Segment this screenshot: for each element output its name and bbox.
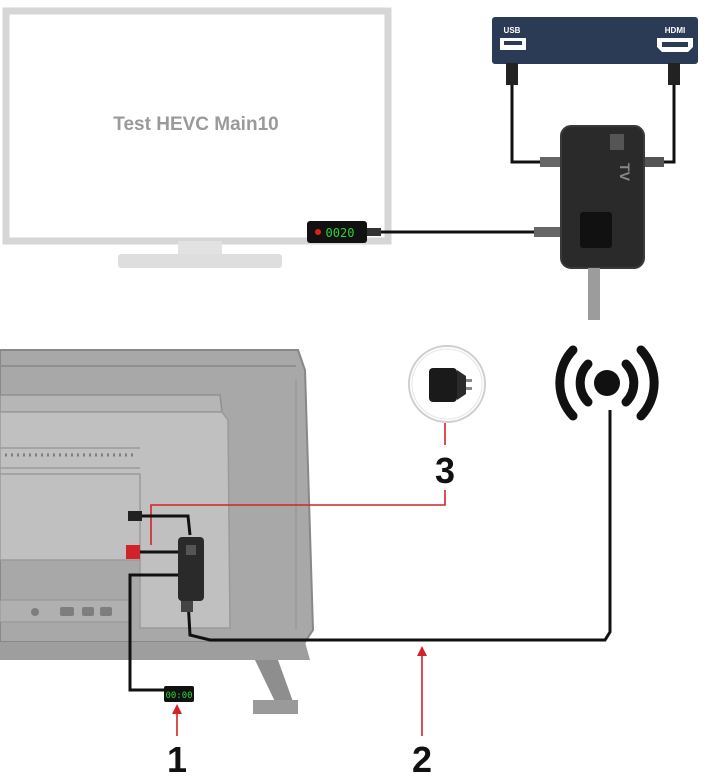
decoder-ir-window [580, 212, 612, 248]
red-hdmi-plug [126, 545, 140, 559]
decoder-box-bottom [178, 537, 204, 601]
callout-number-3: 3 [435, 450, 455, 491]
callout-number-2: 2 [412, 739, 432, 776]
power-charger-icon [408, 345, 486, 423]
wireless-antenna-icon [555, 345, 659, 421]
ir-display-top-text: 0020 [326, 226, 355, 240]
tv-screen-text: Test HEVC Main10 [113, 114, 278, 135]
tv-stand-leg [255, 660, 296, 712]
ir-display-bottom-text: 00:00 [165, 691, 192, 701]
tv-rear-buttons [31, 607, 112, 616]
antenna-cable-top [588, 268, 600, 320]
bottom-cables [128, 410, 612, 692]
red-led-icon [315, 229, 321, 235]
top-tv-neck [178, 241, 222, 255]
callout-arrow-1 [172, 704, 182, 736]
decoder-brand-text: TV [617, 163, 633, 182]
top-cable-plugs [534, 157, 664, 237]
bottom-tv-rear [0, 349, 315, 714]
top-tv-stand [118, 254, 282, 268]
bottom-cable-plugs [126, 511, 193, 612]
callout-arrow-2 [417, 646, 427, 736]
hdmi-port-label: HDMI [665, 26, 685, 35]
ir-receiver-top: 0020 [307, 221, 381, 243]
usb-port-label: USB [504, 26, 521, 35]
decoder-box-top: TV [560, 125, 645, 269]
panel-plugs [506, 63, 680, 85]
ir-receiver-bottom: 00:00 [164, 686, 194, 702]
callout-number-1: 1 [167, 739, 187, 776]
top-tv: Test HEVC Main10 [2, 7, 392, 268]
hdmi-usb-panel: USB HDMI [492, 17, 698, 64]
